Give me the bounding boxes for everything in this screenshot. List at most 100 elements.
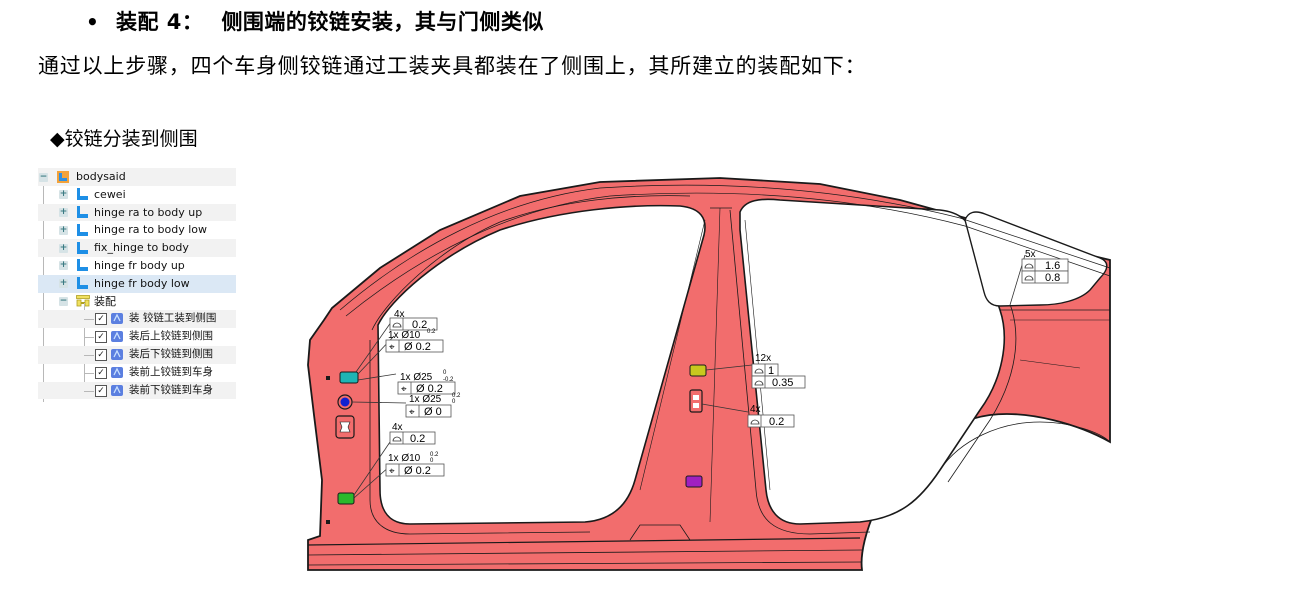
tree-node-fix-hinge[interactable]: + fix_hinge to body <box>38 239 236 257</box>
profile-symbol-icon <box>392 322 402 328</box>
section-heading: •装配 4：侧围端的铰链安装，其与门侧类似 <box>86 6 544 36</box>
position-symbol-icon: ⌖ <box>389 342 395 353</box>
constraint-label: 装前下铰链到车身 <box>129 383 213 396</box>
constraint-item[interactable]: ✓ 装 铰链工装到侧围 <box>38 310 236 329</box>
rear-door-opening <box>739 198 1006 525</box>
svg-text:0.2: 0.2 <box>427 329 436 335</box>
expand-toggle[interactable]: + <box>59 224 68 235</box>
profile-symbol-icon <box>1024 275 1034 281</box>
profile-symbol-icon <box>392 436 402 442</box>
green-hinge-clip <box>337 492 355 505</box>
position-symbol-icon: ⌖ <box>389 466 395 477</box>
constraint-checkbox[interactable]: ✓ <box>95 313 107 326</box>
svg-text:Ø 0.2: Ø 0.2 <box>404 341 431 353</box>
tree-connector <box>84 390 94 392</box>
bullet: • <box>86 10 100 34</box>
constraint-icon <box>111 384 123 396</box>
constraint-icon <box>111 331 123 343</box>
tree-node-root[interactable]: − bodysaid <box>38 168 236 186</box>
part-icon <box>77 241 88 254</box>
constraint-item[interactable]: ✓ 装前下铰链到车身 <box>38 381 236 400</box>
tree-node-hinge-ra-low[interactable]: + hinge ra to body low <box>38 221 236 239</box>
constraint-label: 装后上铰链到侧围 <box>129 330 213 343</box>
subheading: ◆铰链分装到侧围 <box>50 128 198 150</box>
part-icon <box>77 259 88 272</box>
svg-text:0.35: 0.35 <box>772 377 793 389</box>
svg-text:12x: 12x <box>755 353 771 364</box>
part-icon <box>77 206 88 219</box>
annotation-count: 4x <box>394 309 405 320</box>
svg-text:4x: 4x <box>750 404 761 415</box>
constraint-checkbox[interactable]: ✓ <box>95 331 107 344</box>
constraint-item[interactable]: ✓ 装后上铰链到侧围 <box>38 328 236 346</box>
collapse-toggle[interactable]: − <box>39 171 48 182</box>
svg-text:1: 1 <box>768 365 774 377</box>
svg-text:0.2: 0.2 <box>769 416 784 428</box>
svg-text:1x Ø10: 1x Ø10 <box>388 453 421 464</box>
tree-connector <box>84 337 94 339</box>
constraint-checkbox[interactable]: ✓ <box>95 384 107 397</box>
svg-text:0.2: 0.2 <box>430 452 439 458</box>
heading-label: 装配 4： <box>116 10 204 34</box>
tree-node-hinge-fr-up[interactable]: + hinge fr body up <box>38 257 236 275</box>
svg-text:Ø 0.2: Ø 0.2 <box>416 383 443 395</box>
profile-symbol-icon <box>754 380 764 386</box>
constraint-item[interactable]: ✓ 装后下铰链到侧围 <box>38 345 236 364</box>
svg-text:0: 0 <box>452 399 456 405</box>
cyan-hinge-clip <box>339 371 359 384</box>
svg-text:5x: 5x <box>1025 249 1036 260</box>
body-paragraph: 通过以上步骤，四个车身侧铰链通过工装夹具都装在了侧围上，其所建立的装配如下： <box>38 54 867 78</box>
tree-node-hinge-ra-up[interactable]: + hinge ra to body up <box>38 203 236 222</box>
expand-toggle[interactable]: + <box>59 189 68 200</box>
constraint-label: 装后下铰链到侧围 <box>129 347 213 360</box>
constraint-item[interactable]: ✓ 装前上铰链到车身 <box>38 364 236 382</box>
svg-text:0.2: 0.2 <box>452 393 461 399</box>
b-pillar-slot <box>689 389 703 413</box>
tree-node-label: hinge ra to body up <box>94 205 203 219</box>
expand-toggle[interactable]: + <box>59 242 68 253</box>
svg-text:0: 0 <box>443 370 447 376</box>
constraint-label: 装前上铰链到车身 <box>129 365 213 378</box>
tree-node-label: fix_hinge to body <box>94 241 189 255</box>
assembly-icon <box>76 295 90 307</box>
expand-toggle[interactable]: + <box>59 260 68 271</box>
constraint-checkbox[interactable]: ✓ <box>95 366 107 379</box>
tree-node-label: hinge ra to body low <box>94 223 208 237</box>
tree-node-label: 装配 <box>94 294 116 308</box>
tree-node-assembly[interactable]: − 装配 <box>38 293 236 311</box>
purple-hinge-clip <box>685 475 703 488</box>
svg-text:1x Ø25: 1x Ø25 <box>409 394 442 405</box>
expand-toggle[interactable]: + <box>59 207 68 218</box>
profile-symbol-icon <box>750 419 760 425</box>
svg-text:4x: 4x <box>392 422 403 433</box>
tree-connector <box>84 319 94 321</box>
svg-text:1.6: 1.6 <box>1045 260 1060 272</box>
svg-text:Ø 0: Ø 0 <box>424 406 442 418</box>
tree-node-label: hinge fr body low <box>94 276 190 290</box>
profile-symbol-icon <box>754 368 764 374</box>
part-icon <box>77 223 88 236</box>
svg-text:0: 0 <box>430 458 434 464</box>
constraint-checkbox[interactable]: ✓ <box>95 348 107 361</box>
tree-node-label: cewei <box>94 187 126 201</box>
tree-node-hinge-fr-low[interactable]: + hinge fr body low <box>38 274 236 293</box>
part-icon <box>77 188 88 201</box>
position-symbol-icon: ⌖ <box>409 407 415 418</box>
svg-text:Ø 0.2: Ø 0.2 <box>404 465 431 477</box>
constraint-icon <box>111 366 123 378</box>
specification-tree: − bodysaid + cewei + hinge ra to body up… <box>38 168 236 402</box>
profile-symbol-icon <box>1024 263 1034 269</box>
expand-toggle[interactable]: + <box>59 278 68 289</box>
svg-text:1x Ø10: 1x Ø10 <box>388 330 421 341</box>
tree-node-label: bodysaid <box>76 170 126 183</box>
collapse-toggle[interactable]: − <box>59 296 68 307</box>
yellow-hinge-clip <box>689 364 707 377</box>
svg-text:0.8: 0.8 <box>1045 272 1060 284</box>
front-door-opening <box>377 204 706 525</box>
tree-connector <box>84 354 94 356</box>
product-icon <box>57 170 69 183</box>
part-icon <box>77 277 88 290</box>
svg-text:0.2: 0.2 <box>412 319 427 331</box>
tree-node-cewei[interactable]: + cewei <box>38 186 236 204</box>
constraint-icon <box>111 313 123 325</box>
